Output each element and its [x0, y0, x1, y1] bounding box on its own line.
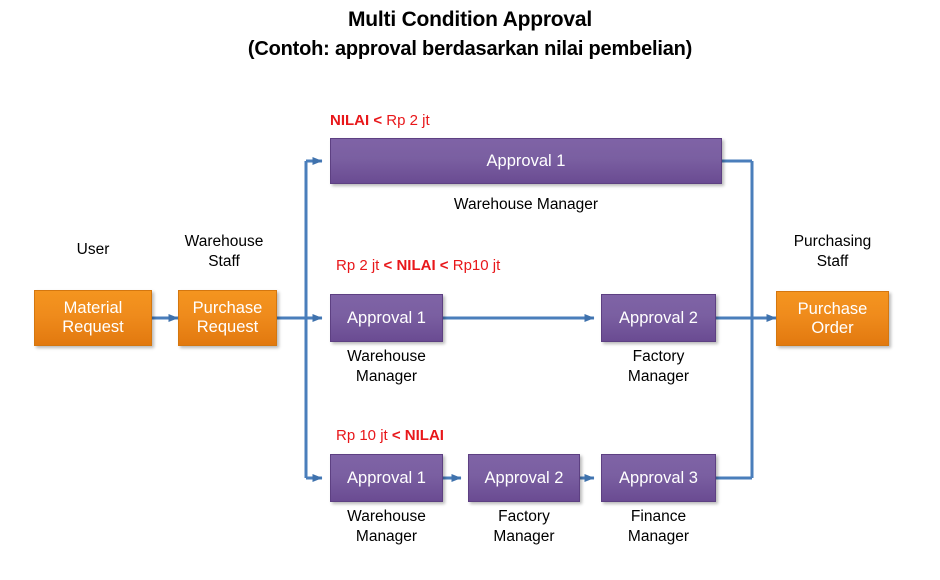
- condition-label-branch-high: Rp 10 jt < NILAI: [336, 427, 444, 444]
- caption-warehouse-staff: Warehouse Staff: [184, 233, 264, 270]
- node-branch-mid-approval-2[interactable]: Approval 2: [601, 294, 716, 342]
- caption-purchasing-staff: Purchasing Staff: [793, 233, 872, 270]
- caption-branch-low-approval-1: Warehouse Manager: [453, 196, 599, 213]
- node-branch-low-approval-1[interactable]: Approval 1: [330, 138, 722, 184]
- condition-label-branch-mid: Rp 2 jt < NILAI < Rp10 jt: [336, 257, 501, 274]
- title-main: Multi Condition Approval: [347, 8, 593, 31]
- node-branch-high-approval-3[interactable]: Approval 3: [601, 454, 716, 502]
- caption-user: User: [76, 241, 110, 258]
- title-subtitle: (Contoh: approval berdasarkan nilai pemb…: [247, 38, 693, 60]
- diagram-title: Multi Condition Approval (Contoh: approv…: [0, 6, 940, 64]
- caption-branch-high-approval-3: Finance Manager: [627, 508, 690, 545]
- node-branch-mid-approval-1[interactable]: Approval 1: [330, 294, 443, 342]
- node-purchase-order[interactable]: Purchase Order: [776, 291, 889, 346]
- condition-label-branch-low: NILAI < Rp 2 jt: [330, 112, 430, 129]
- caption-branch-mid-approval-2: Factory Manager: [627, 348, 690, 385]
- caption-branch-high-approval-1: Warehouse Manager: [347, 508, 426, 545]
- node-branch-high-approval-2[interactable]: Approval 2: [468, 454, 580, 502]
- node-branch-high-approval-1[interactable]: Approval 1: [330, 454, 443, 502]
- node-purchase-request[interactable]: Purchase Request: [178, 290, 277, 346]
- caption-branch-mid-approval-1: Warehouse Manager: [347, 348, 426, 385]
- caption-branch-high-approval-2: Factory Manager: [493, 508, 555, 545]
- node-material-request[interactable]: Material Request: [34, 290, 152, 346]
